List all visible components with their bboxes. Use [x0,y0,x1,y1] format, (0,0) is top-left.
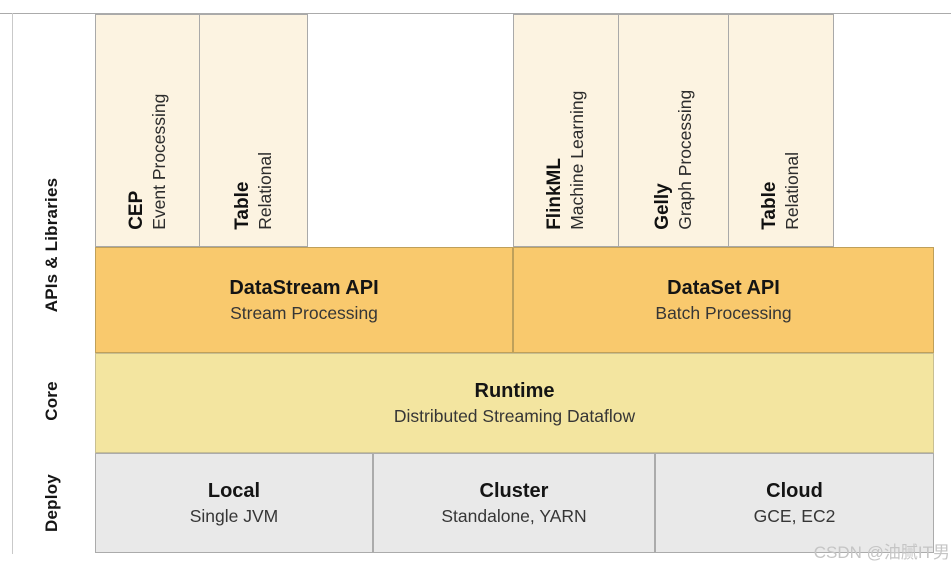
top-divider-line [0,13,951,14]
library-desc: Relational [254,152,275,230]
library-name: Table [759,181,781,230]
layer-label-core: Core [42,381,61,421]
library-desc: Event Processing [148,93,169,230]
left-divider-line [12,13,13,554]
datastream-api-subtitle: Stream Processing [230,303,378,324]
dataset-api-subtitle: Batch Processing [655,303,792,324]
library-box-table-batch-text: Table Relational [759,152,803,230]
library-name: CEP [125,190,147,230]
library-box-cep: CEP Event Processing [95,14,200,247]
library-box-cep-text: CEP Event Processing [126,94,170,230]
library-box-flinkml-text: FlinkML Machine Learning [544,91,588,230]
deploy-cloud-title: Cloud [766,480,823,503]
layer-label-apis-libraries: APIs & Libraries [42,177,61,313]
library-box-table-batch: Table Relational [728,14,834,247]
library-desc: Relational [782,152,802,230]
deploy-cluster-title: Cluster [479,480,549,503]
deploy-local-title: Local [207,480,261,503]
dataset-api-box: DataSet API Batch Processing [513,247,934,353]
deploy-box-cloud: Cloud GCE, EC2 [655,453,934,553]
layer-label-deploy: Deploy [42,474,61,532]
library-name: FlinkML [544,158,566,230]
library-name: Gelly [651,183,673,230]
library-box-table-stream-text: Table Relational [232,152,276,230]
deploy-box-local: Local Single JVM [95,453,373,553]
library-desc: Graph Processing [674,89,695,230]
csdn-watermark: CSDN @油腻IT男 [813,543,950,562]
library-desc: Machine Learning [567,90,587,230]
deploy-box-cluster: Cluster Standalone, YARN [373,453,655,553]
deploy-cloud-subtitle: GCE, EC2 [753,506,836,527]
library-name: Table [231,181,253,230]
deploy-local-subtitle: Single JVM [189,506,279,527]
deploy-cluster-subtitle: Standalone, YARN [441,506,587,527]
datastream-api-title: DataStream API [229,277,379,300]
datastream-api-box: DataStream API Stream Processing [95,247,513,353]
runtime-subtitle: Distributed Streaming Dataflow [393,406,636,427]
library-box-gelly: Gelly Graph Processing [618,14,729,247]
runtime-title: Runtime [474,380,555,403]
runtime-box: Runtime Distributed Streaming Dataflow [95,353,934,453]
dataset-api-title: DataSet API [667,277,780,300]
library-box-flinkml: FlinkML Machine Learning [513,14,619,247]
library-box-table-stream: Table Relational [199,14,308,247]
library-box-gelly-text: Gelly Graph Processing [652,90,696,230]
